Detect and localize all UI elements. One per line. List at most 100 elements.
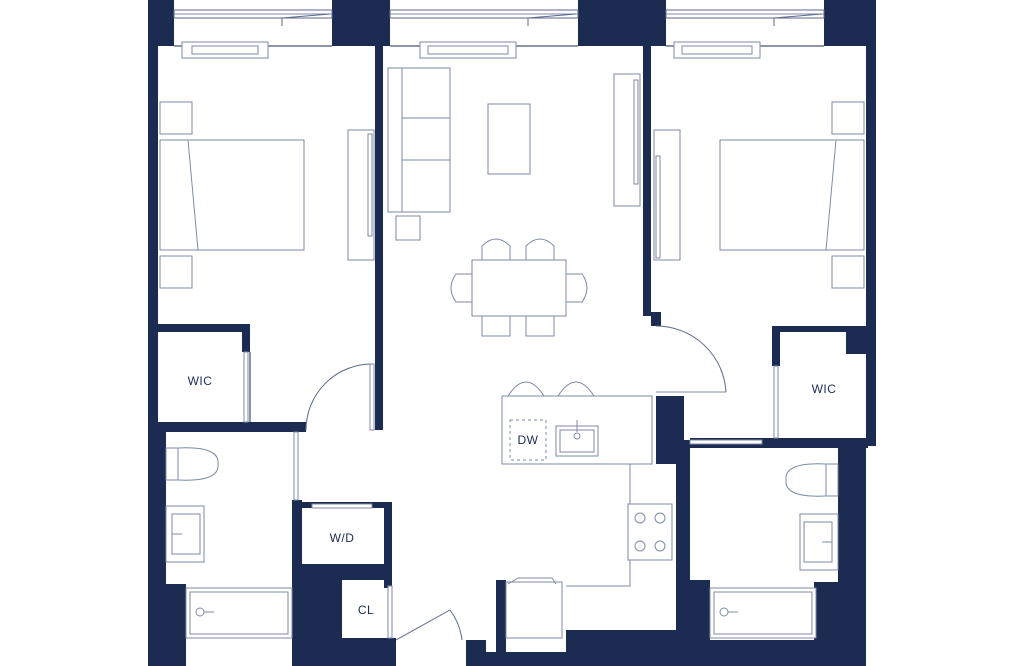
bedroom-2 xyxy=(653,101,865,289)
kitchen xyxy=(501,381,673,639)
tub-right-inner xyxy=(713,591,813,635)
column-top-center-right xyxy=(578,0,666,46)
label-dishwasher: DW xyxy=(518,433,539,447)
living-room xyxy=(387,67,641,337)
wall-bottom-entry-right xyxy=(466,640,486,666)
heater-bedroom1-inner xyxy=(191,45,259,55)
dining-table xyxy=(471,259,567,317)
label-washer-dryer: W/D xyxy=(330,531,355,545)
bed-right xyxy=(719,139,865,251)
dresser-left-inner xyxy=(367,133,373,237)
door-wic-left xyxy=(243,351,249,423)
door-bath2 xyxy=(689,439,763,445)
burner-2 xyxy=(654,512,666,524)
wall-wic-right-top xyxy=(772,326,868,332)
wall-wic-right-left xyxy=(772,326,780,366)
column-top-center-left xyxy=(332,0,390,46)
fridge xyxy=(505,581,563,639)
side-table xyxy=(395,215,421,241)
wall-living-bedroom2-stub xyxy=(651,312,661,326)
wall-bedroom1-living xyxy=(375,46,383,430)
wall-left-exterior xyxy=(148,0,158,430)
door-bedroom2-swing xyxy=(655,325,727,393)
door-wic-right xyxy=(773,365,779,439)
windows xyxy=(173,9,825,59)
heater-living-inner xyxy=(427,45,509,55)
nightstand-bottom-right xyxy=(831,255,865,289)
window-casement-3 xyxy=(773,13,823,26)
wall-kitchen-bath2-upper xyxy=(656,396,684,464)
door-bedroom1-swing xyxy=(305,363,373,431)
dining-chair-bottom-1 xyxy=(481,315,511,337)
wall-wic-right-notch xyxy=(846,326,868,354)
wall-kitchen-bath2 xyxy=(676,440,690,652)
wall-kitchen-fridge-left xyxy=(496,580,506,652)
wall-cl-bottom xyxy=(340,638,396,666)
door-closet xyxy=(387,585,393,639)
nightstand-top-right xyxy=(831,101,865,135)
bath-2 xyxy=(709,463,839,639)
dining-chair-bottom-2 xyxy=(525,315,555,337)
dining-chair-top-1 xyxy=(481,238,511,261)
nightstand-top-left xyxy=(159,101,193,135)
column-top-left xyxy=(148,0,174,46)
bed-left xyxy=(159,139,305,251)
tub-right-drain xyxy=(719,607,729,617)
label-closet: CL xyxy=(358,603,374,617)
toilet-left-tank xyxy=(165,447,179,481)
wall-bath2-tub-end xyxy=(814,582,840,666)
dining-chair-top-2 xyxy=(525,238,555,261)
wall-wic-left-top xyxy=(156,324,250,332)
media-console-inner xyxy=(633,79,639,185)
door-wd xyxy=(311,503,373,509)
wall-wic-left-bottom xyxy=(156,422,306,432)
wall-living-bedroom2 xyxy=(643,46,651,316)
wall-right-exterior xyxy=(866,0,876,446)
burner-4 xyxy=(654,540,666,552)
fridge-door xyxy=(507,577,557,585)
toilet-right-tank xyxy=(825,463,839,497)
wall-bottom-kitchen xyxy=(484,652,700,666)
toilet-left xyxy=(165,447,219,481)
door-entry-swing xyxy=(395,609,463,641)
stool-1 xyxy=(507,381,545,397)
stool-2 xyxy=(557,381,595,397)
dishwasher xyxy=(509,419,547,461)
window-casement-1 xyxy=(281,13,331,26)
sofa-back xyxy=(387,67,403,213)
door-bath1 xyxy=(293,431,299,501)
nightstand-bottom-left xyxy=(159,255,193,289)
heater-bedroom2-inner xyxy=(681,45,753,55)
wall-wd-right xyxy=(384,502,392,588)
tub-left-inner xyxy=(189,591,289,635)
toilet-right xyxy=(785,463,839,497)
label-wic-right: WIC xyxy=(812,382,837,396)
kitchen-counter-outline xyxy=(501,395,653,587)
bedroom-1 xyxy=(159,101,375,289)
wall-bath-left-tub-end xyxy=(164,584,186,666)
wall-kitchen-bottom-right xyxy=(566,630,700,652)
doors xyxy=(243,325,779,641)
burner-3 xyxy=(634,540,646,552)
label-wic-left: WIC xyxy=(188,374,213,388)
wall-wd-bottom xyxy=(302,564,392,580)
door-bedroom1-leaf xyxy=(369,363,375,431)
dresser-right-inner xyxy=(655,155,661,259)
bed-left-blanket xyxy=(187,139,199,251)
coffee-table xyxy=(487,103,531,175)
bath-1 xyxy=(165,447,293,639)
wall-wic-right-bottom xyxy=(690,438,868,448)
window-casement-2 xyxy=(527,13,577,26)
wall-left-lower-exterior xyxy=(148,428,166,666)
wall-right-lower-exterior xyxy=(838,438,866,666)
wall-wic-left-side xyxy=(242,324,250,352)
range xyxy=(627,503,673,561)
tub-left-drain xyxy=(195,607,205,617)
burner-1 xyxy=(634,512,646,524)
bed-right-blanket xyxy=(825,139,837,251)
dining-chair-left xyxy=(450,273,473,303)
wall-bath-left-right xyxy=(292,500,302,666)
walls xyxy=(148,0,876,666)
sink-drain xyxy=(573,432,581,440)
